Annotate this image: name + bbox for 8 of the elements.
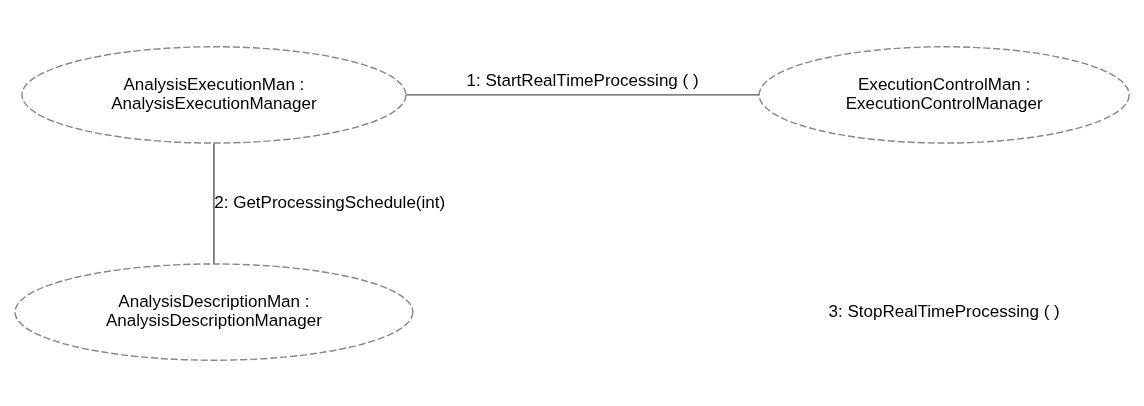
connector — [213, 142, 215, 264]
connector — [405, 93, 760, 96]
node-ellipse: AnalysisExecutionMan : AnalysisExecutionManager — [21, 45, 407, 144]
node-ellipse: AnalysisDescriptionMan : AnalysisDescriptionManager — [14, 262, 414, 361]
label: 3: StopRealTimeProcessing ( ) — [828, 301, 1060, 320]
edge-label: 2: GetProcessingSchedule(int) — [214, 192, 446, 212]
edge-label: 1: StartRealTimeProcessing ( ) — [466, 70, 699, 90]
node-ellipse: ExecutionControlMan : ExecutionControlManager — [758, 45, 1130, 144]
